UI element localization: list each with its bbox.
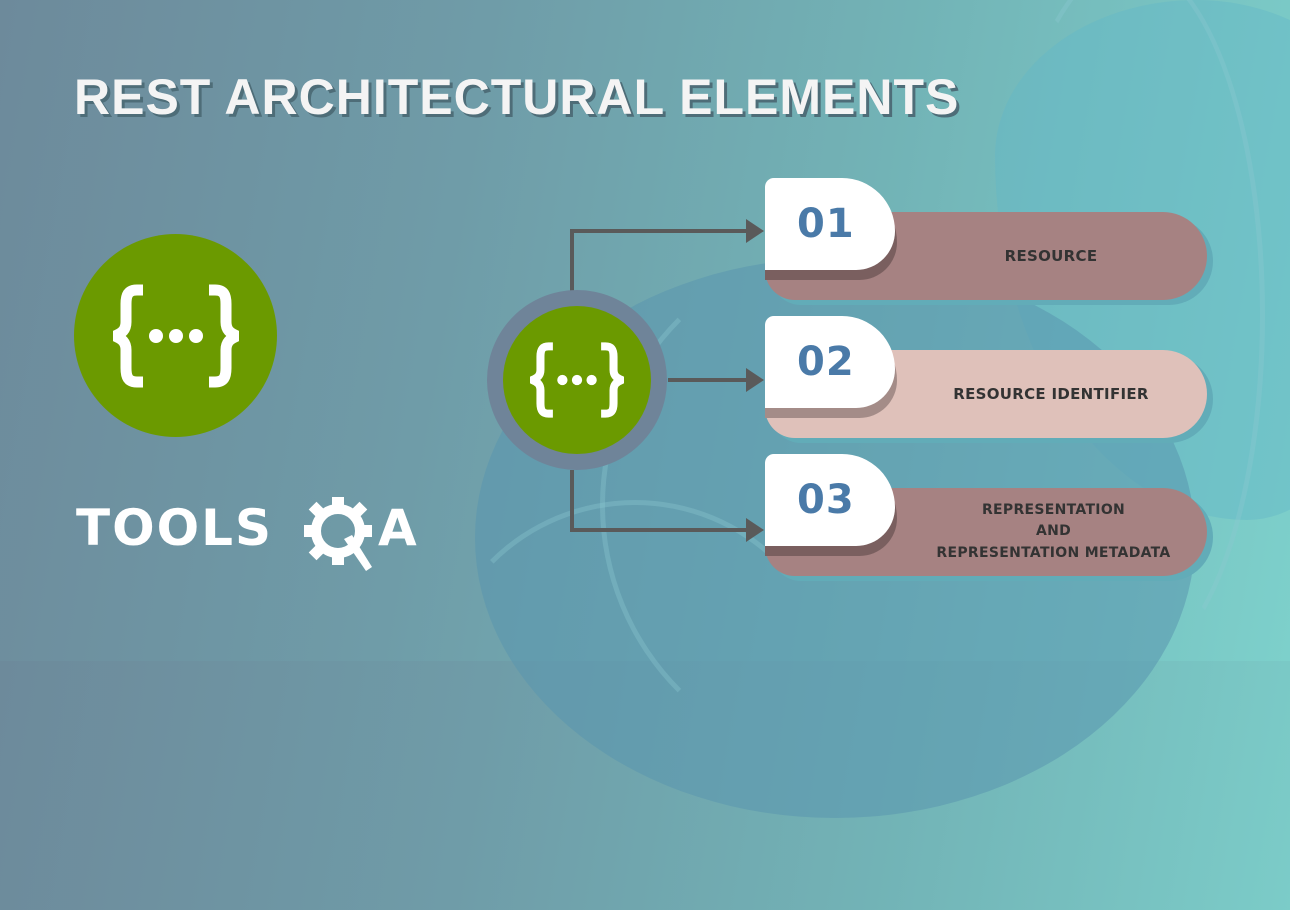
curly-braces-ellipsis-icon [112,284,239,387]
card-number: 03 [797,477,855,523]
card-label: RESOURCE IDENTIFIER [953,385,1149,403]
card-label: REPRESENTATION AND REPRESENTATION METADA… [936,500,1170,565]
curly-braces-ellipsis-icon [530,342,624,418]
element-card-representation: REPRESENTATION AND REPRESENTATION METADA… [765,454,1215,581]
card-number: 02 [797,339,855,385]
hub-node [487,290,667,470]
brand-suffix: A [378,499,417,557]
card-number-tab: 02 [765,316,895,408]
brand-text: TOOLS [76,499,273,557]
hub-inner [503,306,651,454]
card-label-line: REPRESENTATION METADATA [936,544,1171,561]
arrow-right-icon [746,219,764,243]
page-title: REST ARCHITECTURAL ELEMENTS [74,69,960,125]
card-number-tab: 01 [765,178,895,270]
gear-magnifier-q-icon [304,497,372,571]
card-label: RESOURCE [1004,247,1098,265]
arrow-right-icon [746,518,764,542]
arrow-right-icon [746,368,764,392]
api-logo [74,234,277,437]
element-card-resource: RESOURCE 01 [765,178,1215,305]
toolsqa-logo: TOOLS A [76,495,436,575]
card-label-line: AND [1035,523,1072,540]
card-number: 01 [797,201,855,247]
element-card-resource-identifier: RESOURCE IDENTIFIER 02 [765,316,1215,443]
card-label-line: REPRESENTATION [981,501,1126,518]
card-number-tab: 03 [765,454,895,546]
